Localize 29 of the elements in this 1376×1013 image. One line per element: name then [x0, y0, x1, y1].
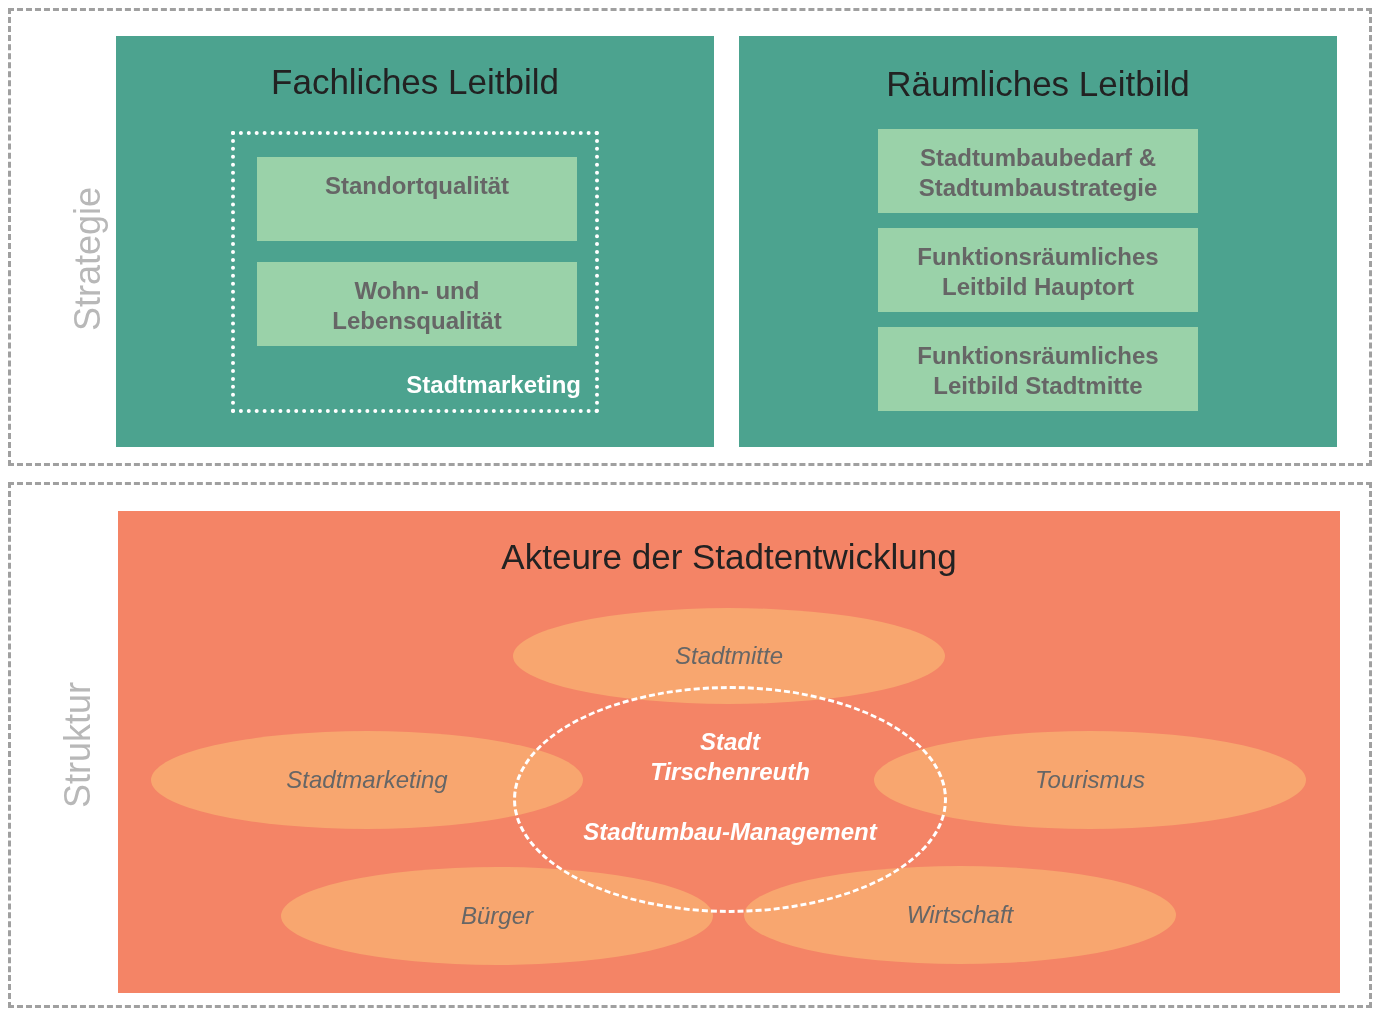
topic-box: [878, 129, 1198, 213]
ellipse-text: Stadtmitte: [674, 642, 783, 670]
box-text: Stadtumbaubedarf & Stadtumbaustrategie: [917, 143, 1159, 203]
panel-title: Akteure der Stadtentwicklung: [500, 537, 958, 577]
panel: [116, 36, 714, 447]
panel: [118, 511, 1340, 993]
dashed-section: [8, 482, 1372, 1008]
ellipse-text: Tourismus: [1035, 766, 1145, 794]
topic-box: [257, 262, 577, 346]
topic-box: [257, 157, 577, 241]
section-label: Strategie: [67, 186, 109, 332]
topic-box: [878, 327, 1198, 411]
box-text: Standortqualität: [324, 171, 510, 201]
panel-title: Räumliches Leitbild: [885, 64, 1191, 104]
box-text: Wohn- und Lebensqualität: [331, 276, 503, 336]
panel: [739, 36, 1337, 447]
ellipse-text: Bürger: [460, 902, 533, 930]
ellipse-text: Wirtschaft: [906, 901, 1014, 929]
topic-box: [878, 228, 1198, 312]
center-title: Stadt Tirschenreuth: [649, 727, 811, 787]
dashed-section: [8, 8, 1372, 466]
panel-title: Fachliches Leitbild: [270, 62, 560, 102]
dotted-group: [231, 131, 599, 413]
ellipse-text: Stadtmarketing: [286, 766, 448, 794]
box-text: Funktionsräumliches Leitbild Stadtmitte: [916, 341, 1160, 401]
center-subtitle: Stadtumbau-Management: [582, 817, 879, 847]
section-label: Struktur: [57, 682, 99, 808]
box-text: Funktionsräumliches Leitbild Hauptort: [916, 242, 1160, 302]
group-label: Stadtmarketing: [406, 371, 581, 399]
